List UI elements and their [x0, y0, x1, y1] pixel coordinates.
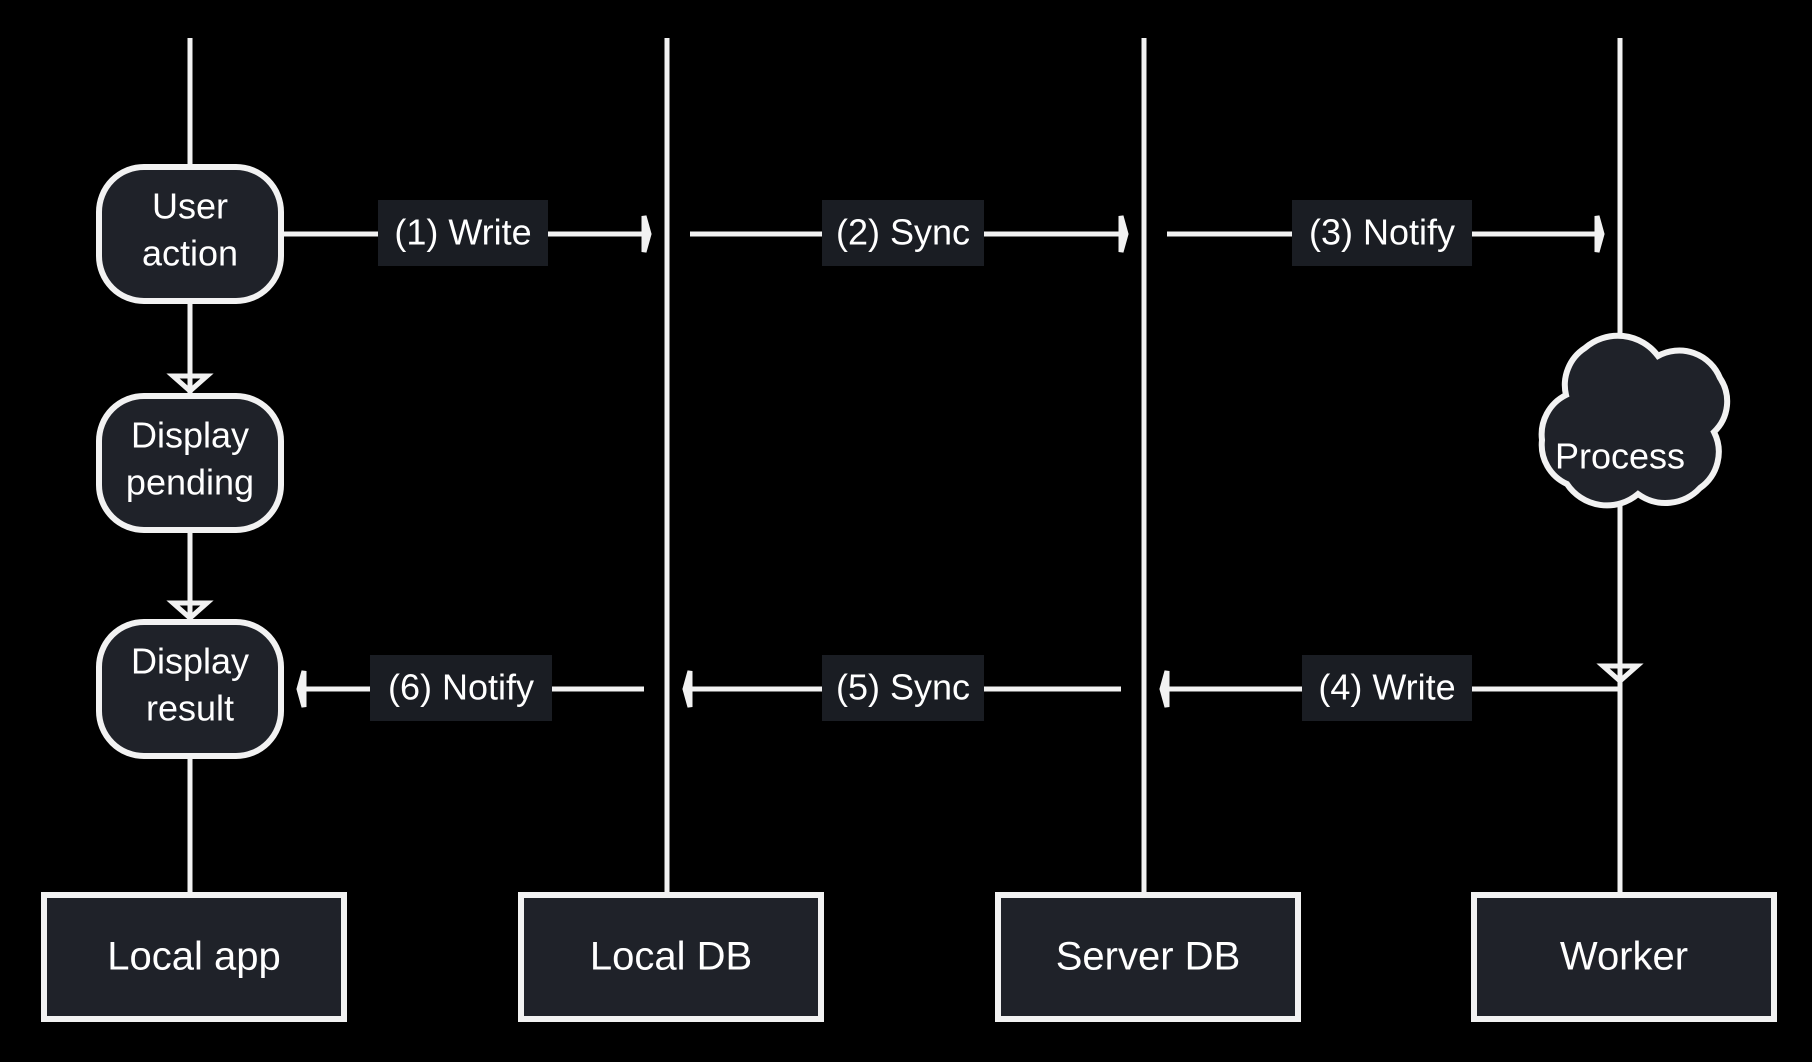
msg-4-arrowhead — [1159, 670, 1170, 708]
lifelines-group — [187, 38, 1623, 897]
display-pending-label-line2: pending — [126, 462, 254, 503]
participant-server-db-box — [995, 892, 1301, 1022]
display-result-node[interactable]: Display result — [96, 619, 284, 759]
arrowheads-group — [166, 215, 1644, 708]
msg-2-label: (2) Sync — [836, 212, 970, 253]
participant-local-db-label: Local DB — [590, 935, 752, 979]
msg-3-arrowhead — [1594, 215, 1605, 253]
participant-server-db[interactable]: Server DB — [995, 892, 1301, 1022]
process-label: Process — [1555, 436, 1685, 477]
vertical-flow-lines — [187, 234, 1623, 665]
user-action-node[interactable]: User action — [96, 164, 284, 304]
msg-4-label: (4) Write — [1318, 667, 1455, 708]
msg-1-label: (1) Write — [394, 212, 531, 253]
msg-2-arrowhead — [1118, 215, 1129, 253]
msg-5-arrowhead — [682, 670, 693, 708]
display-pending-label-line1: Display — [131, 415, 249, 456]
participant-local-app[interactable]: Local app — [41, 892, 347, 1022]
display-result-label-line1: Display — [131, 641, 249, 682]
message-label-2[interactable]: (2) Sync — [822, 200, 984, 266]
cloud-shape — [1538, 332, 1731, 509]
flow-user-to-pending-arrowhead — [166, 373, 214, 395]
message-label-5[interactable]: (5) Sync — [822, 655, 984, 721]
display-result-label-line2: result — [146, 688, 234, 729]
participant-worker-label: Worker — [1560, 935, 1688, 979]
flow-process-to-write-arrowhead — [1596, 663, 1644, 685]
msg-2-label-box — [822, 200, 984, 266]
message-label-4[interactable]: (4) Write — [1302, 655, 1472, 721]
participant-local-app-box — [41, 892, 347, 1022]
msg-6-arrowhead — [296, 670, 307, 708]
participant-local-db-box — [518, 892, 824, 1022]
display-pending-node[interactable]: Display pending — [96, 393, 284, 533]
flow-pending-to-result-arrowhead — [166, 600, 214, 622]
message-label-6[interactable]: (6) Notify — [370, 655, 552, 721]
message-label-1[interactable]: (1) Write — [378, 200, 548, 266]
msg-6-label-box — [370, 655, 552, 721]
msg-1-label-box — [378, 200, 548, 266]
participant-worker[interactable]: Worker — [1471, 892, 1777, 1022]
display-result-shape — [96, 619, 284, 759]
msg-5-label: (5) Sync — [836, 667, 970, 708]
message-label-3[interactable]: (3) Notify — [1292, 200, 1472, 266]
display-pending-shape — [96, 393, 284, 533]
msg-4-label-box — [1302, 655, 1472, 721]
process-node[interactable]: Process — [1538, 332, 1731, 509]
user-action-shape — [96, 164, 284, 304]
participant-local-db[interactable]: Local DB — [518, 892, 824, 1022]
msg-3-label: (3) Notify — [1309, 212, 1455, 253]
participant-worker-box — [1471, 892, 1777, 1022]
participant-local-app-label: Local app — [107, 935, 280, 979]
participant-server-db-label: Server DB — [1056, 935, 1241, 979]
user-action-label-line1: User — [152, 186, 228, 227]
msg-6-label: (6) Notify — [388, 667, 534, 708]
msg-5-label-box — [822, 655, 984, 721]
msg-1-arrowhead — [641, 215, 652, 253]
user-action-label-line2: action — [142, 233, 238, 274]
msg-3-label-box — [1292, 200, 1472, 266]
